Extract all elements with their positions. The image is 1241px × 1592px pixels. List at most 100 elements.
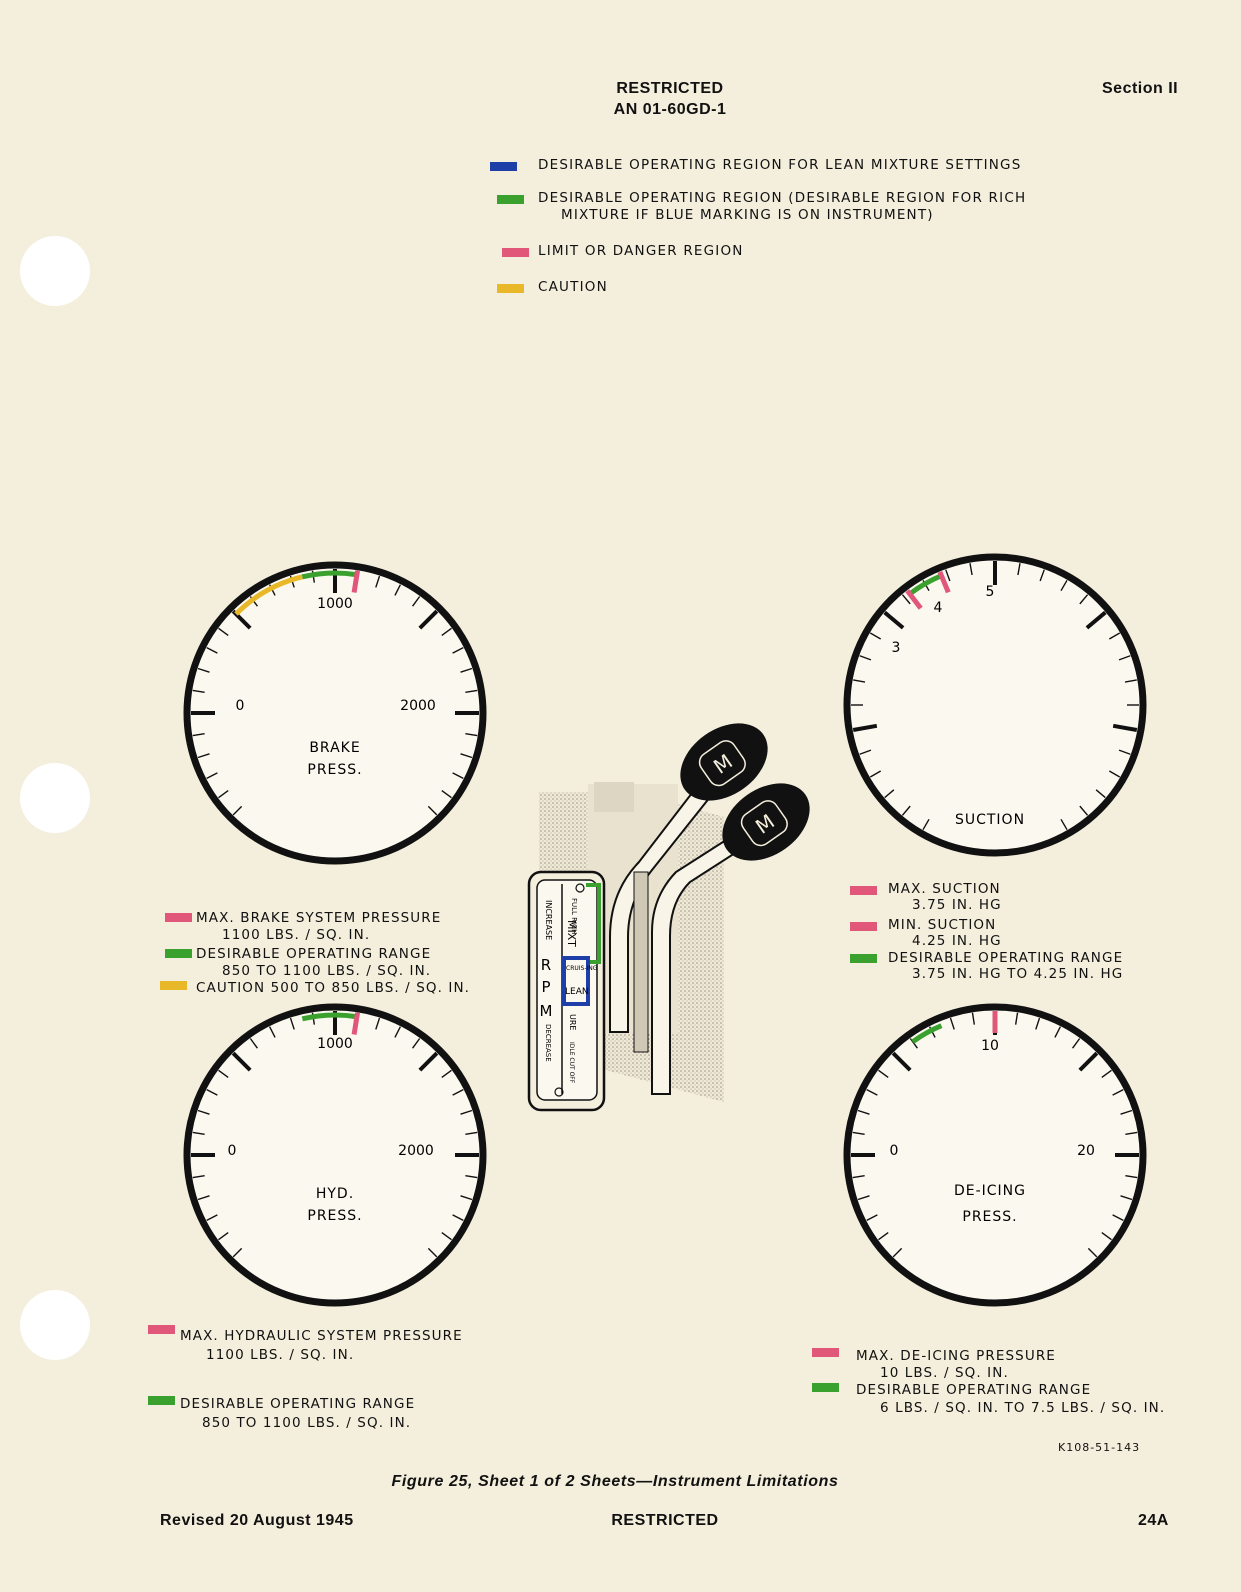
- suction-minor-tick: [1060, 818, 1068, 831]
- suction-major-tick: [883, 610, 905, 630]
- quadrant-rpm-r: R: [541, 956, 551, 974]
- header-section: Section II: [1102, 80, 1179, 97]
- suction-minor-tick: [1095, 789, 1106, 799]
- hyd-major-tick: [231, 1051, 252, 1072]
- figure-id: K108-51-143: [1058, 1441, 1141, 1454]
- deicing-note-max-2: 10 LBS. / SQ. IN.: [880, 1365, 1009, 1381]
- brake-note-caution: CAUTION 500 TO 850 LBS. / SQ. IN.: [196, 980, 471, 996]
- hyd-minor-tick: [232, 1247, 243, 1258]
- brake-minor-tick: [460, 753, 473, 759]
- suction-note-max-1: MAX. SUCTION: [888, 881, 1001, 897]
- hyd-minor-tick: [441, 1069, 452, 1078]
- brake-note-max-2: 1100 LBS. / SQ. IN.: [222, 927, 371, 943]
- footer-restricted: RESTRICTED: [611, 1512, 719, 1529]
- hyd-minor-tick: [465, 1174, 478, 1179]
- deicing-major-tick: [891, 1051, 912, 1072]
- deicing-minor-tick: [852, 1174, 865, 1179]
- punch-hole-bottom: [20, 1290, 90, 1360]
- brake-minor-tick: [197, 753, 210, 759]
- suction-minor-tick: [945, 569, 951, 582]
- brake-minor-tick: [412, 596, 421, 607]
- suction-red1-mark: [905, 589, 923, 610]
- hyd-minor-tick: [452, 1214, 464, 1221]
- suction-major-tick: [1085, 610, 1107, 630]
- deicing-green-arc: [911, 1023, 943, 1044]
- deicing-minor-tick: [866, 1214, 878, 1221]
- suction-minor-tick: [1108, 770, 1121, 778]
- deicing-minor-tick: [852, 1131, 865, 1136]
- suction-minor-tick: [1124, 679, 1137, 683]
- hyd-scale-2000: 2000: [398, 1143, 434, 1159]
- brake-note-max-1: MAX. BRAKE SYSTEM PRESSURE: [196, 910, 442, 926]
- suction-major-tick: [852, 723, 878, 732]
- hyd-minor-tick: [460, 1109, 473, 1115]
- footer-revised-date: Revised 20 August 1945: [160, 1512, 354, 1529]
- quadrant-bottom-screw-icon: [554, 1087, 564, 1097]
- mixture-quadrant-illustration: INCREASE R P M DECREASE FULL RICH MIXT C…: [527, 723, 810, 1112]
- hyd-scale-1000: 1000: [317, 1036, 353, 1052]
- deicing-note-range-1: DESIRABLE OPERATING RANGE: [856, 1382, 1092, 1398]
- deicing-note-range-2: 6 LBS. / SQ. IN. TO 7.5 LBS. / SQ. IN.: [880, 1400, 1166, 1416]
- legend-text-lean: DESIRABLE OPERATING REGION FOR LEAN MIXT…: [538, 157, 1022, 173]
- legend-text-desirable: DESIRABLE OPERATING REGION (DESIRABLE RE…: [538, 190, 1027, 206]
- brake-pressure-gauge: 0 1000 2000 BRAKE PRESS.: [183, 561, 487, 865]
- deicing-minor-tick: [1035, 1017, 1041, 1030]
- brake-minor-tick: [232, 805, 243, 816]
- brake-green-arc: [301, 570, 358, 580]
- suction-note-swatch-red-2: [850, 922, 877, 931]
- deicing-minor-tick: [878, 1069, 889, 1078]
- hyd-minor-tick: [452, 1089, 464, 1096]
- suction-minor-tick: [1079, 805, 1089, 816]
- legend-text-desirable-2: MIXTURE IF BLUE MARKING IS ON INSTRUMENT…: [561, 207, 934, 223]
- suction-minor-tick: [922, 818, 930, 831]
- brake-minor-tick: [375, 575, 381, 588]
- brake-minor-tick: [465, 689, 478, 694]
- hyd-minor-tick: [412, 1038, 421, 1049]
- hyd-minor-tick: [192, 1131, 205, 1136]
- deicing-minor-tick: [971, 1012, 976, 1025]
- brake-minor-tick: [218, 790, 229, 799]
- suction-minor-tick: [969, 563, 973, 576]
- suction-minor-tick: [1118, 749, 1131, 755]
- brake-note-swatch-yellow: [160, 981, 187, 990]
- suction-note-min-1: MIN. SUCTION: [888, 917, 997, 933]
- quadrant-face-inner: [536, 879, 598, 1101]
- hyd-major-tick: [418, 1051, 439, 1072]
- hyd-minor-tick: [218, 1069, 229, 1078]
- brake-minor-tick: [427, 805, 438, 816]
- hyd-minor-tick: [460, 1195, 473, 1201]
- deicing-minor-tick: [1125, 1174, 1138, 1179]
- suction-minor-tick: [869, 632, 882, 640]
- hyd-minor-tick: [465, 1131, 478, 1136]
- deicing-major-tick: [1078, 1051, 1099, 1072]
- quadrant-knob-upper: M: [680, 723, 768, 801]
- quadrant-cruising-label: CRUIS-ING: [566, 965, 598, 972]
- suction-minor-tick: [853, 679, 866, 683]
- deicing-minor-tick: [1125, 1131, 1138, 1136]
- hyd-red-mark: [351, 1012, 360, 1035]
- suction-scale-5: 5: [986, 584, 995, 600]
- hyd-scale-0: 0: [228, 1143, 237, 1159]
- brake-minor-tick: [218, 627, 229, 636]
- quadrant-rpm-m: M: [540, 1002, 553, 1020]
- deicing-minor-tick: [949, 1017, 955, 1030]
- quadrant-lean-label: LEAN: [565, 987, 589, 997]
- suction-gauge: 3 4 5 SUCTION: [843, 553, 1147, 857]
- brake-gauge-label-1: BRAKE: [309, 740, 360, 756]
- deicing-minor-tick: [1014, 1012, 1019, 1025]
- legend-swatch-lean: [490, 162, 517, 171]
- quadrant-lever-slot: [633, 871, 649, 1053]
- brake-minor-tick: [197, 667, 210, 673]
- suction-minor-tick: [859, 655, 872, 661]
- punch-hole-top: [20, 236, 90, 306]
- deicing-minor-tick: [1112, 1089, 1124, 1096]
- suction-gauge-label: SUCTION: [955, 812, 1025, 828]
- suction-minor-tick: [901, 594, 911, 605]
- deicing-scale-10: 10: [981, 1038, 999, 1054]
- quadrant-knob-lower: M: [722, 783, 810, 861]
- suction-minor-tick: [1108, 632, 1121, 640]
- deicing-minor-tick: [1101, 1232, 1112, 1241]
- suction-minor-tick: [859, 749, 872, 755]
- suction-minor-tick: [1017, 563, 1021, 576]
- suction-minor-tick: [901, 805, 911, 816]
